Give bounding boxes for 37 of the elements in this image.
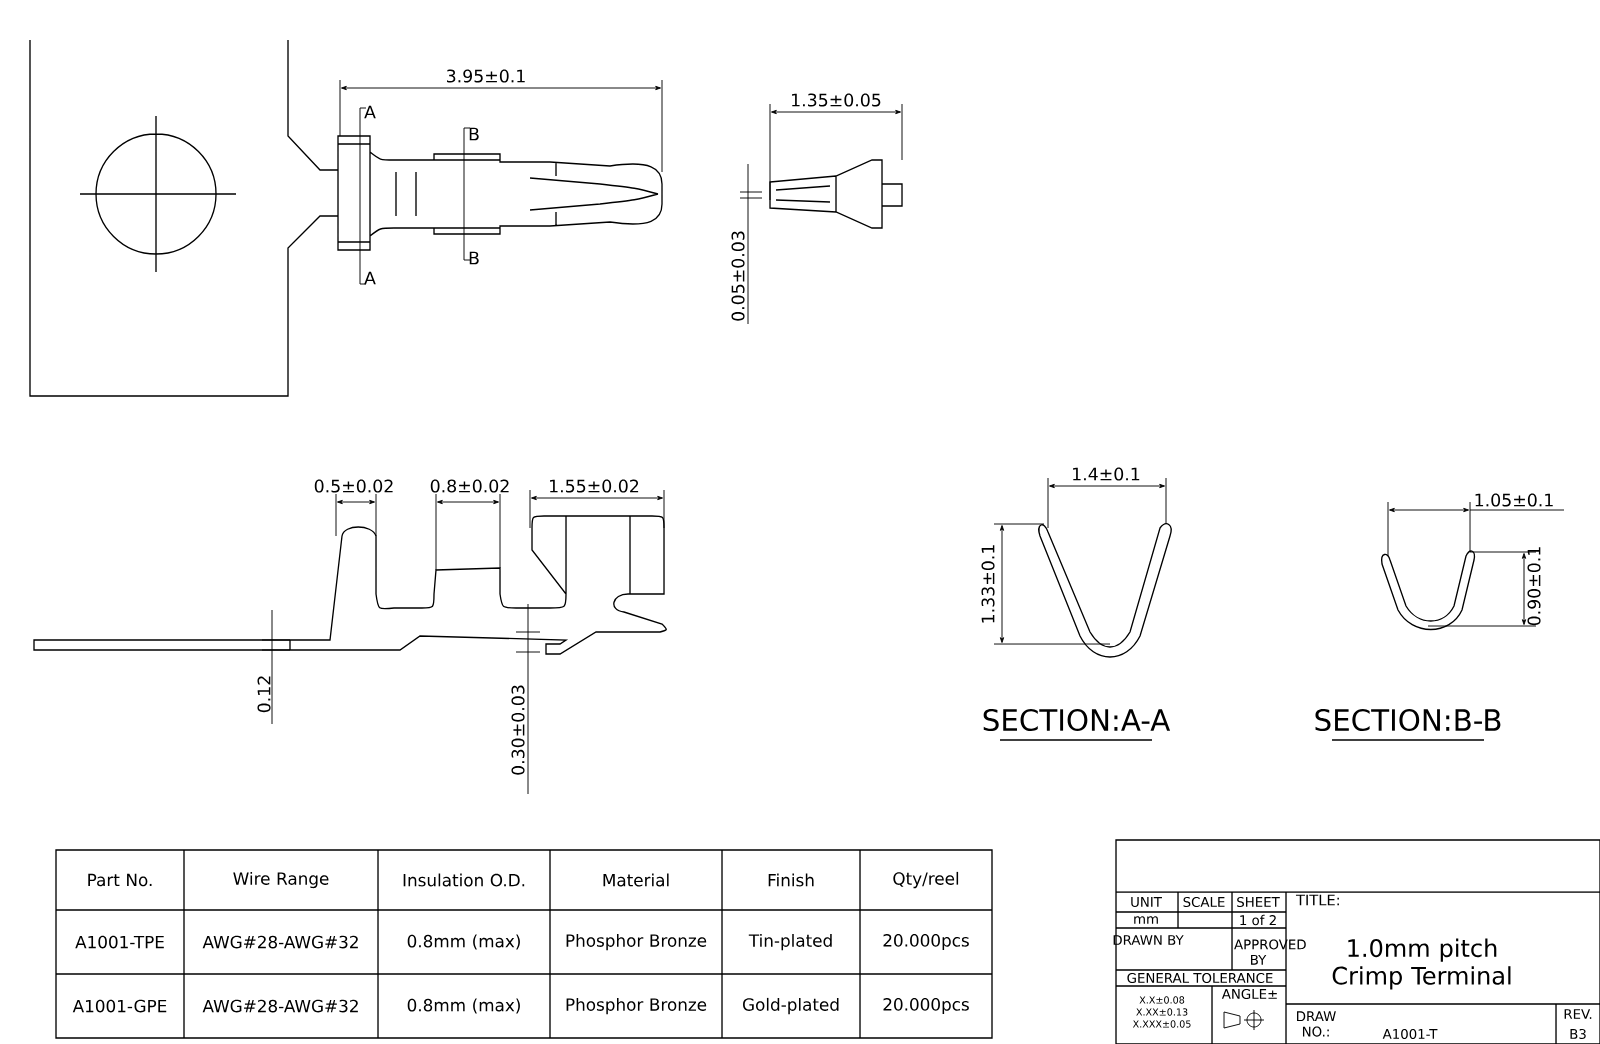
table-cell: AWG#28-AWG#32: [202, 935, 358, 949]
dimension-text: 1.55±0.02: [550, 479, 639, 493]
drawing-title: 1.0mm pitch Crimp Terminal: [1332, 938, 1511, 990]
table-cell: Phosphor Bronze: [566, 933, 707, 951]
header-cell: Part No.: [88, 873, 152, 887]
table-cell: 20.000pcs: [883, 934, 969, 950]
dimension-text: 0.12: [257, 676, 271, 713]
table-cell: 0.8mm (max): [407, 998, 520, 1014]
header-cell: Wire Range: [233, 871, 329, 889]
table-cell: 20.000pcs: [883, 998, 969, 1014]
header-cell: Insulation O.D.: [403, 873, 525, 887]
table-cell: A1001-TPE: [75, 935, 164, 949]
header-cell: Material: [603, 873, 669, 887]
table-cell: Gold-plated: [743, 997, 839, 1015]
section-letter: B: [469, 251, 479, 265]
dimension-text: 1.35±0.05: [792, 93, 881, 107]
dimension-text: 0.90±0.1: [1527, 547, 1541, 626]
section-letter: A: [364, 105, 376, 119]
section-title: SECTION:A-A: [983, 708, 1171, 732]
table-cell: AWG#28-AWG#32: [202, 999, 358, 1013]
dimension-text: 0.05±0.03: [731, 231, 745, 321]
dimension-text: 0.8±0.02: [430, 479, 509, 493]
dimension-text: 0.5±0.02: [314, 479, 393, 493]
dimension-text: 1.33±0.1: [981, 545, 995, 623]
dimension-text: 0.30±0.03: [511, 685, 525, 775]
table-cell: A1001-GPE: [72, 999, 167, 1013]
table-cell: 0.8mm (max): [407, 934, 520, 950]
section-title: SECTION:B-B: [1315, 708, 1501, 732]
table-cell: Phosphor Bronze: [566, 997, 707, 1015]
dimension-text: 3.95±0.1: [447, 69, 525, 83]
section-letter: A: [364, 271, 376, 285]
dimension-text: 1.05±0.1: [1475, 493, 1553, 507]
section-letter: B: [469, 127, 479, 141]
header-cell: Finish: [768, 873, 814, 887]
header-cell: Qty/reel: [893, 871, 959, 889]
dimension-text: 1.4±0.1: [1073, 467, 1140, 481]
table-cell: Tin-plated: [748, 933, 832, 951]
